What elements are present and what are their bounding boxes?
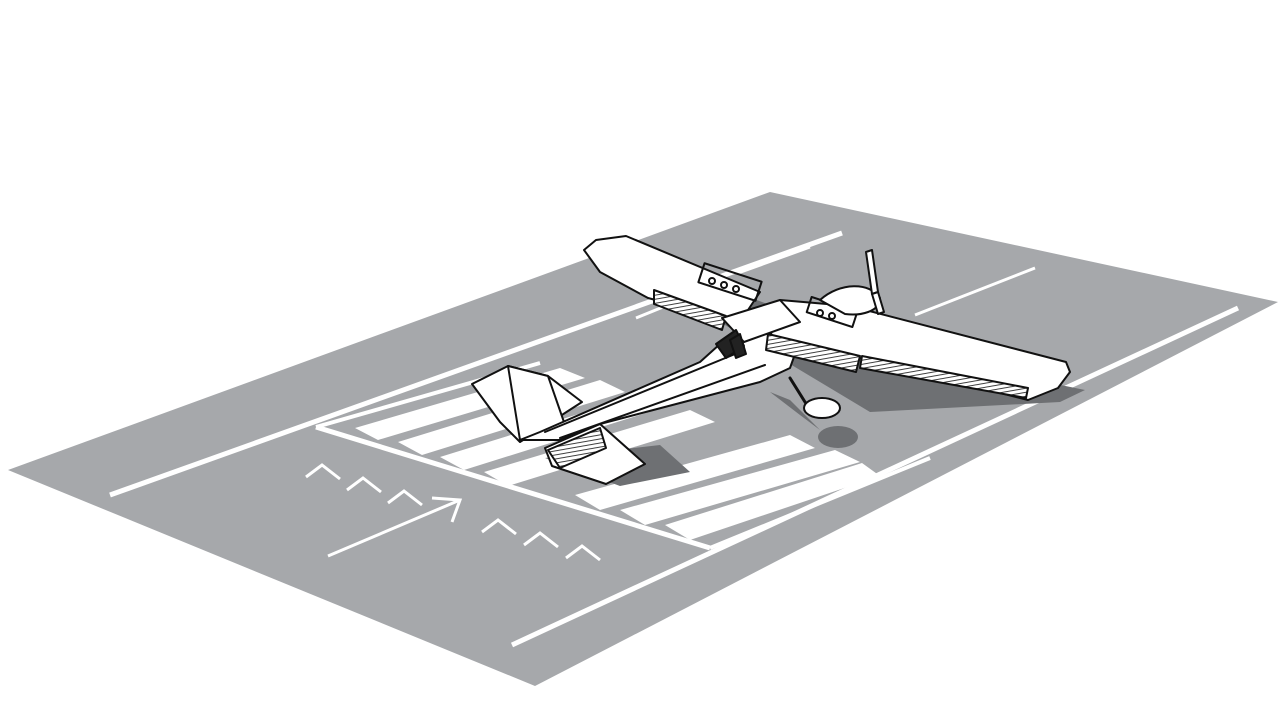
right-aileron: [859, 355, 1029, 399]
elevator-hatch: [547, 427, 607, 469]
threshold-bar-stripe: [665, 463, 880, 540]
fuel-cap: [720, 281, 728, 289]
chevron: [565, 544, 601, 562]
centerline-dash: [914, 266, 1036, 317]
fuel-cap: [708, 277, 716, 285]
side-window: [729, 333, 747, 359]
arrow-shaft: [327, 498, 461, 558]
chevron: [387, 489, 423, 507]
fuel-cap: [828, 312, 836, 320]
right-flap: [765, 333, 861, 373]
chevron: [523, 531, 559, 549]
fuselage-line: [559, 364, 766, 439]
fuel-cap: [732, 285, 740, 293]
chevron: [346, 476, 382, 494]
wing-panel: [697, 262, 763, 302]
threshold-bar-stripe: [620, 450, 860, 525]
main-wheel: [803, 397, 841, 419]
left-flap: [653, 289, 727, 331]
threshold-box-right: [709, 456, 931, 550]
chevron: [481, 518, 517, 536]
centerline-dash: [737, 245, 811, 275]
arrow-head: [431, 496, 463, 523]
displaced-threshold-arrows: [305, 463, 601, 562]
threshold-bar-stripe: [575, 435, 815, 510]
fuel-cap: [816, 309, 824, 317]
chevron: [305, 463, 341, 481]
fuselage-line: [544, 351, 741, 433]
threshold-bar: [315, 424, 711, 551]
propeller-blade-lower: [871, 291, 885, 315]
airplane: [471, 235, 1071, 485]
left-wing: [583, 235, 761, 323]
